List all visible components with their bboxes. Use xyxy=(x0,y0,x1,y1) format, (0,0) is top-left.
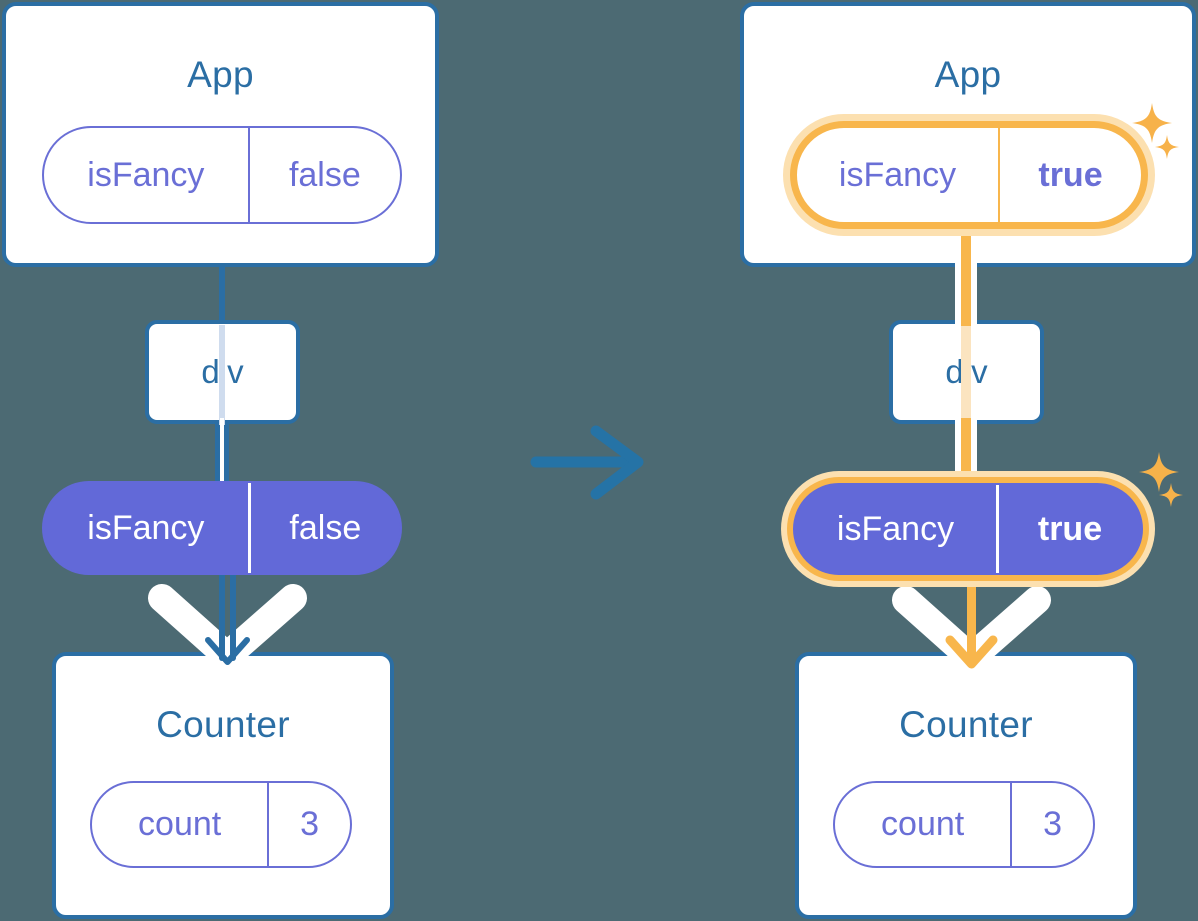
counter-state-pill-after[interactable]: count 3 xyxy=(833,781,1095,868)
app-state-pill-key-after: isFancy xyxy=(838,155,957,194)
sparkle-large-icon-prop xyxy=(1137,450,1181,494)
counter-state-pill-before[interactable]: count 3 xyxy=(90,781,352,868)
prop-pill-key-after: isFancy xyxy=(836,509,955,548)
prop-pill-before[interactable]: isFancy false xyxy=(42,481,402,575)
counter-state-pill-value-before: 3 xyxy=(267,783,350,866)
counter-state-pill-key-after: count xyxy=(881,805,965,843)
app-state-pill-key-before: isFancy xyxy=(87,155,205,194)
prop-pill-value-before: false xyxy=(247,483,400,573)
sparkle-small-icon-app xyxy=(1154,134,1180,160)
app-state-pill-value-before: false xyxy=(247,128,400,222)
prop-pill-value-after: true xyxy=(996,485,1141,573)
transition-arrow-icon xyxy=(530,425,650,505)
counter-title-after: Counter xyxy=(899,704,1033,745)
app-state-pill-after[interactable]: isFancy true xyxy=(790,121,1148,229)
connector-div-to-pill-right xyxy=(961,418,971,493)
app-state-pill-before[interactable]: isFancy false xyxy=(42,126,402,224)
prop-pill-key-before: isFancy xyxy=(87,508,205,547)
connector-through-div-left xyxy=(219,325,225,425)
prop-pill-after[interactable]: isFancy true xyxy=(793,483,1143,575)
sparkle-large-icon-app xyxy=(1130,101,1174,145)
counter-title-before: Counter xyxy=(156,704,290,745)
flow-arrow-before xyxy=(140,567,315,670)
counter-state-pill-key-before: count xyxy=(138,805,222,843)
connector-through-div-right xyxy=(961,326,971,424)
app-state-pill-value-after: true xyxy=(998,128,1141,222)
counter-state-pill-value-after: 3 xyxy=(1010,783,1093,866)
connector-div-to-pill-gap-left xyxy=(220,418,224,493)
app-title-after: App xyxy=(934,54,1002,95)
sparkle-small-icon-prop xyxy=(1158,482,1184,508)
flow-arrow-after xyxy=(884,567,1059,672)
app-title-before: App xyxy=(187,54,254,95)
connector-app-to-div-right xyxy=(961,200,971,328)
